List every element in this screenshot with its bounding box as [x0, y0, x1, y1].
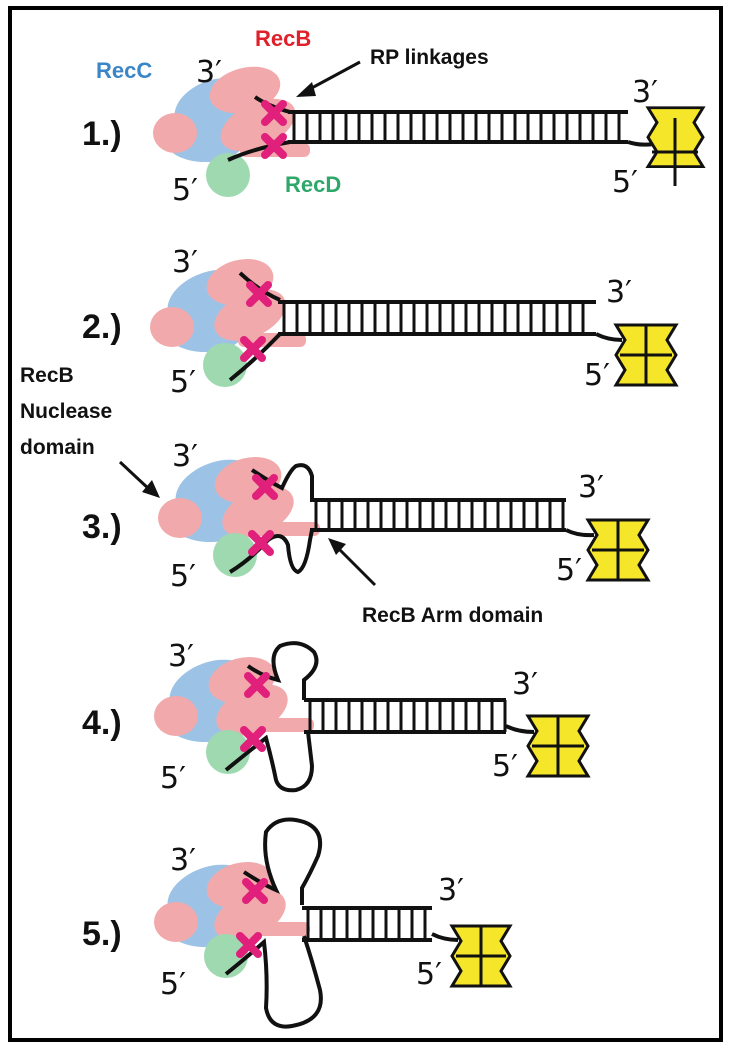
nuclease-domain-label-line2: Nuclease: [20, 400, 112, 423]
nuclease-domain-label-line3: domain: [20, 436, 95, 459]
end-block: [449, 924, 513, 988]
rp-crosslink: [240, 336, 266, 362]
dna-duplex: [288, 110, 628, 144]
recd-subunit: [206, 153, 250, 197]
step-label: 1.): [82, 115, 122, 153]
recb-arm: [236, 718, 314, 732]
rp-crosslink: [252, 474, 278, 500]
end-block: [585, 518, 651, 582]
five-prime-label: 5′: [170, 559, 196, 594]
dna-duplex: [302, 906, 432, 942]
figure-border: [8, 6, 723, 1042]
nuclease-arrow: [118, 460, 160, 498]
step-4: 4.) 3′ 5′ 3′ 5′: [82, 639, 591, 796]
step-5: 5.) 3′ 5′ 3′ 5′: [82, 817, 513, 1029]
five-prime-tail: [595, 332, 623, 342]
rp-crosslink: [242, 878, 268, 904]
step-label: 5.): [82, 915, 122, 953]
recd-subunit: [206, 730, 250, 774]
rp-linkages-arrow: [296, 60, 361, 97]
end-five-prime-label: 5′: [416, 957, 442, 992]
rp-crosslink: [236, 932, 262, 958]
end-block: [645, 106, 706, 186]
recb-nuclease-domain: [154, 902, 198, 942]
end-five-prime-label: 5′: [556, 553, 582, 588]
arm-domain-label: RecB Arm domain: [362, 604, 543, 627]
recb-nuclease-domain: [154, 696, 198, 736]
three-prime-strand: [238, 271, 281, 302]
rp-crosslink: [261, 100, 287, 126]
five-prime-strand: [224, 935, 323, 1029]
step-label: 3.): [82, 508, 122, 546]
three-prime-label: 3′: [196, 55, 222, 90]
five-prime-label: 5′: [172, 173, 198, 208]
end-three-prime-label: 3′: [578, 470, 604, 505]
five-prime-label: 5′: [170, 365, 196, 400]
three-prime-strand: [242, 817, 323, 905]
rp-linkages-label: RP linkages: [370, 46, 489, 69]
end-five-prime-label: 5′: [584, 358, 610, 393]
five-prime-label: 5′: [160, 967, 186, 1002]
step-2: 2.) 3′ 5′ 3′ 5′ RecB Nuclease domain: [20, 245, 679, 459]
step-1: 1.) 3′ 5′ 3′ 5′ RecB RecC RecD RP linkag…: [82, 26, 706, 208]
end-three-prime-label: 3′: [512, 667, 538, 702]
step-3: 3.) 3′ 5′ 3′ 5′ RecB Arm domain: [82, 439, 651, 627]
three-prime-label: 3′: [172, 439, 198, 474]
rp-crosslink: [246, 281, 272, 307]
recb-arm: [240, 522, 320, 536]
recc-label: RecC: [96, 58, 152, 83]
rp-crosslink: [261, 133, 287, 159]
five-prime-label: 5′: [160, 761, 186, 796]
three-prime-label: 3′: [168, 639, 194, 674]
dna-duplex: [278, 300, 596, 336]
recb-nuclease-domain: [158, 498, 202, 538]
three-prime-label: 3′: [172, 245, 198, 280]
recd-subunit: [213, 533, 257, 577]
end-five-prime-label: 5′: [492, 749, 518, 784]
step-label: 2.): [82, 308, 122, 346]
arm-domain-arrow: [328, 538, 377, 587]
end-three-prime-label: 3′: [606, 275, 632, 310]
recd-subunit: [203, 343, 247, 387]
rp-crosslink: [244, 672, 270, 698]
dna-duplex: [304, 698, 507, 734]
recb-arm: [234, 922, 310, 936]
recb-label: RecB: [255, 26, 311, 51]
dna-duplex: [310, 498, 566, 532]
step-label: 4.): [82, 704, 122, 742]
five-prime-tail: [505, 724, 535, 734]
recd-label: RecD: [285, 172, 341, 197]
rp-crosslink: [240, 726, 266, 752]
five-prime-strand: [227, 140, 291, 162]
five-prime-tail: [565, 528, 595, 538]
recbcd-complex: [150, 258, 306, 387]
end-five-prime-label: 5′: [612, 165, 638, 200]
recb-nuclease-domain: [153, 113, 197, 153]
three-prime-label: 3′: [170, 843, 196, 878]
nuclease-domain-label-line1: RecB: [20, 364, 74, 387]
rp-crosslink: [248, 530, 274, 556]
five-prime-tail: [431, 932, 459, 942]
five-prime-strand: [228, 332, 282, 382]
end-three-prime-label: 3′: [632, 75, 658, 110]
recb-nuclease-domain: [150, 307, 194, 347]
end-three-prime-label: 3′: [438, 873, 464, 908]
end-block: [613, 323, 679, 387]
end-block: [525, 714, 591, 778]
